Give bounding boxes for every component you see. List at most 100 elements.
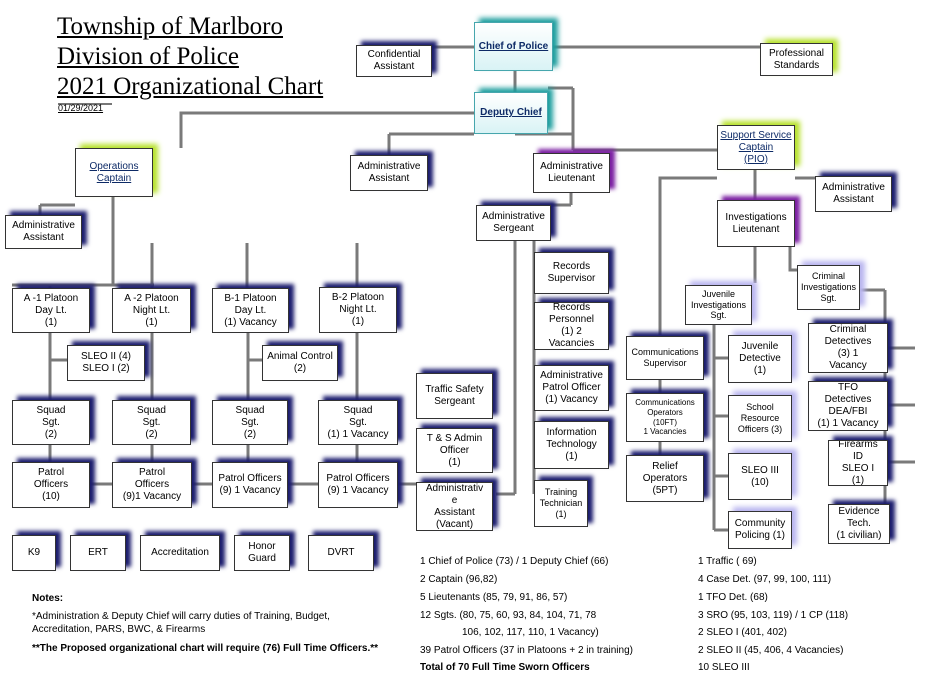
patrol-a1-label: Patrol Officers (10) — [33, 467, 69, 502]
firearms-id-box: Firearms ID SLEO I (1) — [828, 440, 888, 486]
sleo-label: SLEO II (4) SLEO I (2) — [80, 351, 131, 374]
relief-operators-label: Relief Operators (5PT) — [642, 460, 688, 496]
title-line-1: Township of Marlboro — [57, 13, 284, 40]
dvrt-label: DVRT — [327, 547, 355, 558]
patrol-b1-box: Patrol Officers (9) 1 Vacancy — [212, 462, 288, 508]
patrol-b1-label: Patrol Officers (9) 1 Vacancy — [218, 473, 282, 496]
deputy-admin-assistant-label: Administrative Assistant — [357, 161, 421, 184]
notes-heading: Notes: — [32, 593, 64, 604]
training-technician-box: Training Technician (1) — [534, 480, 588, 527]
notes-line-3: **The Proposed organizational chart will… — [32, 643, 379, 654]
patrol-a2-box: Patrol Officers (9)1 Vacancy — [112, 462, 192, 508]
community-policing-label: Community Policing (1) — [734, 518, 786, 541]
chief-of-police-box: Chief of Police — [474, 22, 553, 71]
support-admin-assistant-label: Administrative Assistant — [822, 182, 885, 205]
records-personnel-label: Records Personnel (1) 2 Vacancies — [548, 302, 595, 349]
admin-lieutenant-box: Administrative Lieutenant — [533, 153, 610, 193]
stat-right-4: 3 SRO (95, 103, 119) / 1 CP (118) — [698, 610, 849, 621]
juvenile-inv-sgt-label: Juvenile Investigations Sgt. — [690, 288, 747, 321]
sleo-box: SLEO II (4) SLEO I (2) — [67, 345, 145, 381]
communications-operators-box: Communications Operators (10FT) 1 Vacanc… — [626, 393, 704, 442]
school-resource-label: School Resource Officers (3) — [737, 402, 783, 434]
communications-operators-label: Communications Operators (10FT) 1 Vacanc… — [635, 398, 695, 437]
criminal-inv-sgt-label: Criminal Investigations Sgt. — [800, 271, 857, 303]
stat-left-4: 12 Sgts. (80, 75, 60, 93, 84, 104, 71, 7… — [420, 610, 597, 621]
stat-right-2: 4 Case Det. (97, 99, 100, 111) — [698, 574, 832, 585]
operations-captain-box: Operations Captain — [75, 148, 153, 197]
confidential-assistant-box: Confidential Assistant — [356, 45, 432, 77]
ert-label: ERT — [88, 547, 108, 558]
patrol-a2-label: Patrol Officers (9)1 Vacancy — [122, 467, 182, 502]
deputy-admin-assistant-box: Administrative Assistant — [350, 155, 428, 191]
stat-left-1: 1 Chief of Police (73) / 1 Deputy Chief … — [420, 556, 609, 567]
deputy-chief-box: Deputy Chief — [474, 92, 548, 134]
squad-b1-label: Squad Sgt. (2) — [235, 404, 265, 440]
a2-platoon-label: A -2 Platoon Night Lt. (1) — [124, 292, 179, 328]
notes-line-2: Accreditation, PARS, BWC, & Firearms — [32, 624, 206, 635]
support-captain-box: Support Service Captain (PIO) — [717, 125, 795, 170]
patrol-a1-box: Patrol Officers (10) — [12, 462, 90, 508]
stat-left-5: 106, 102, 117, 110, 1 Vacancy) — [462, 627, 599, 638]
admin-assistant-vacant-label: Administrativ e Assistant (Vacant) — [425, 482, 484, 530]
stat-left-3: 5 Lieutenants (85, 79, 91, 86, 57) — [420, 592, 568, 603]
evidence-tech-box: Evidence Tech. (1 civilian) — [828, 504, 890, 544]
stat-right-3: 1 TFO Det. (68) — [698, 592, 768, 603]
criminal-detectives-label: Criminal Detectives (3) 1 Vacancy — [824, 324, 872, 371]
stat-right-1: 1 Traffic ( 69) — [698, 556, 757, 567]
ts-admin-officer-label: T & S Admin Officer (1) — [426, 432, 483, 468]
squad-a1-box: Squad Sgt. (2) — [12, 400, 90, 445]
communications-supervisor-label: Communications Supervisor — [631, 347, 699, 368]
relief-operators-box: Relief Operators (5PT) — [626, 455, 704, 502]
admin-assistant-vacant-box: Administrativ e Assistant (Vacant) — [416, 482, 493, 531]
evidence-tech-label: Evidence Tech. (1 civilian) — [836, 506, 882, 541]
records-personnel-box: Records Personnel (1) 2 Vacancies — [534, 302, 609, 350]
operations-captain-label: Operations Captain — [89, 160, 139, 184]
accreditation-label: Accreditation — [151, 547, 209, 558]
juvenile-inv-sgt-box: Juvenile Investigations Sgt. — [685, 285, 752, 325]
juvenile-detective-label: Juvenile Detective (1) — [739, 341, 781, 376]
support-captain-label: Support Service Captain (PIO) — [720, 129, 792, 165]
squad-b2-box: Squad Sgt. (1) 1 Vacancy — [318, 400, 398, 445]
stat-left-7: Total of 70 Full Time Sworn Officers — [420, 662, 590, 673]
sleo-iii-box: SLEO III (10) — [728, 453, 792, 500]
stat-left-6: 39 Patrol Officers (37 in Platoons + 2 i… — [420, 645, 633, 656]
communications-supervisor-box: Communications Supervisor — [626, 336, 704, 380]
squad-a2-label: Squad Sgt. (2) — [137, 404, 166, 440]
ops-admin-assistant-label: Administrative Assistant — [12, 220, 75, 243]
a1-platoon-box: A -1 Platoon Day Lt. (1) — [12, 288, 90, 333]
squad-b1-box: Squad Sgt. (2) — [212, 400, 288, 445]
records-supervisor-box: Records Supervisor — [534, 252, 609, 294]
traffic-safety-sgt-box: Traffic Safety Sergeant — [416, 373, 493, 419]
professional-standards-label: Professional Standards — [768, 47, 825, 71]
juvenile-detective-box: Juvenile Detective (1) — [728, 335, 792, 383]
admin-sergeant-box: Administrative Sergeant — [476, 205, 551, 241]
admin-lieutenant-label: Administrative Lieutenant — [540, 161, 603, 184]
information-technology-box: Information Technology (1) — [534, 421, 609, 469]
a2-platoon-box: A -2 Platoon Night Lt. (1) — [112, 288, 191, 333]
animal-control-label: Animal Control (2) — [267, 351, 333, 374]
school-resource-box: School Resource Officers (3) — [728, 395, 792, 442]
stat-right-6: 2 SLEO II (45, 406, 4 Vacancies) — [698, 645, 844, 656]
tfo-detectives-box: TFO Detectives DEA/FBI (1) 1 Vacancy — [808, 381, 888, 431]
honor-guard-label: Honor Guard — [248, 541, 276, 564]
dvrt-box: DVRT — [308, 535, 374, 571]
b2-platoon-label: B-2 Platoon Night Lt. (1) — [331, 292, 385, 327]
support-admin-assistant-box: Administrative Assistant — [815, 176, 892, 212]
firearms-id-label: Firearms ID SLEO I (1) — [838, 440, 878, 486]
squad-a2-box: Squad Sgt. (2) — [112, 400, 191, 445]
title-line-3: 2021 Organizational Chart — [57, 73, 324, 100]
patrol-b2-box: Patrol Officers (9) 1 Vacancy — [318, 462, 398, 508]
community-policing-box: Community Policing (1) — [728, 511, 792, 549]
b1-platoon-label: B-1 Platoon Day Lt. (1) Vacancy — [224, 292, 277, 328]
b2-platoon-box: B-2 Platoon Night Lt. (1) — [319, 287, 397, 333]
squad-b2-label: Squad Sgt. (1) 1 Vacancy — [327, 404, 389, 440]
k9-box: K9 — [12, 535, 56, 571]
ops-admin-assistant-box: Administrative Assistant — [5, 215, 82, 249]
sleo-iii-label: SLEO III (10) — [741, 464, 779, 488]
tfo-detectives-label: TFO Detectives DEA/FBI (1) 1 Vacancy — [817, 382, 879, 429]
a1-platoon-label: A -1 Platoon Day Lt. (1) — [23, 292, 79, 328]
admin-patrol-officer-box: Administrative Patrol Officer (1) Vacanc… — [534, 365, 609, 411]
stat-right-5: 2 SLEO I (401, 402) — [698, 627, 787, 638]
records-supervisor-label: Records Supervisor — [547, 261, 596, 284]
deputy-chief-label: Deputy Chief — [480, 107, 542, 118]
